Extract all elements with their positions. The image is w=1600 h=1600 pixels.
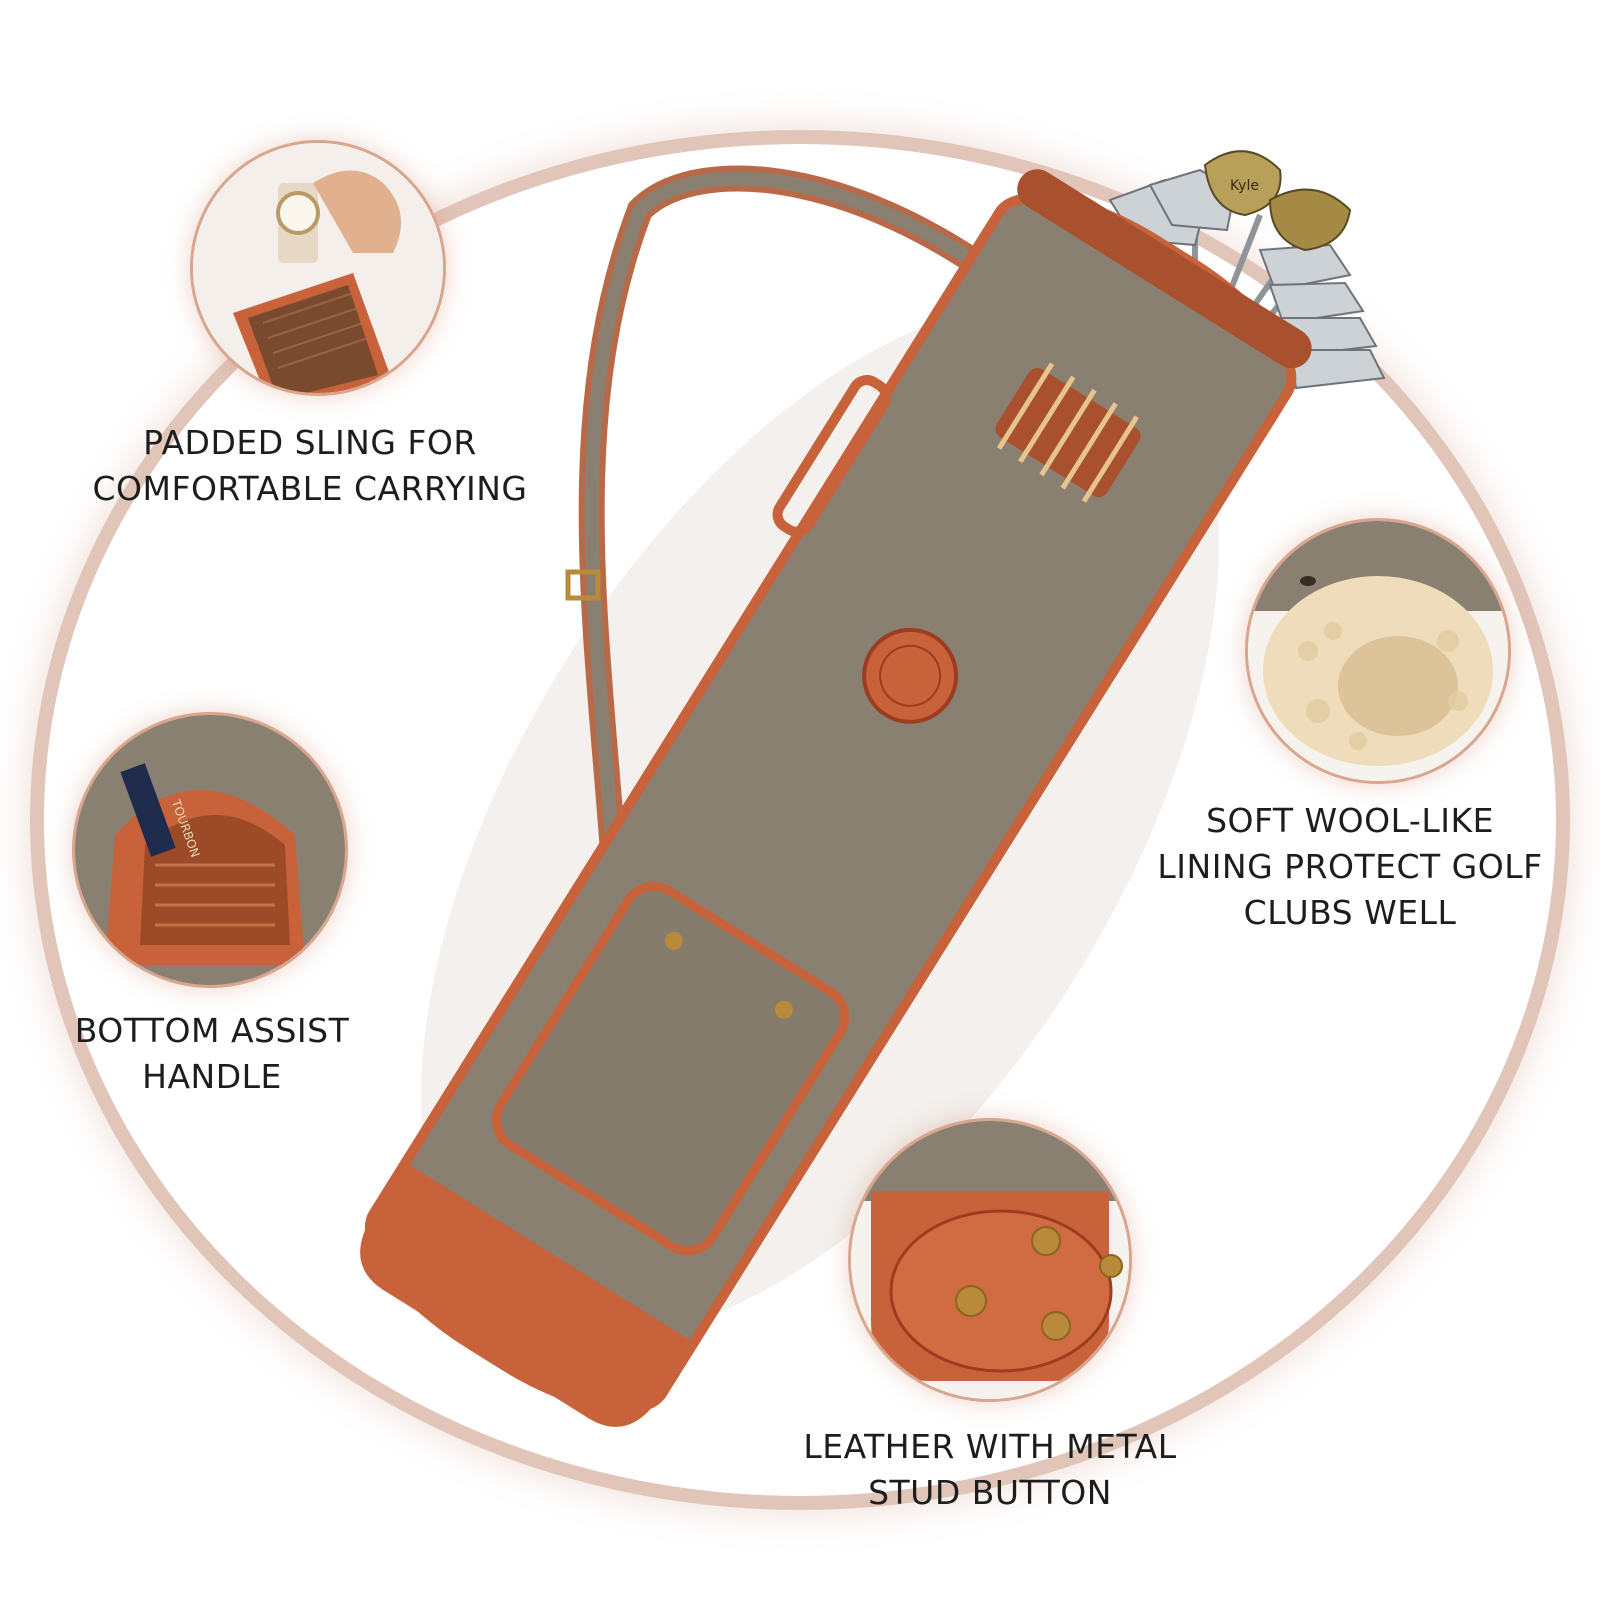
caption-line: COMFORTABLE CARRYING xyxy=(92,469,528,508)
callout-bottom-handle: TOURBON xyxy=(72,712,348,988)
leather-base-photo-icon xyxy=(851,1121,1129,1399)
caption-line: LEATHER WITH METAL xyxy=(803,1427,1177,1466)
caption-padded-sling: PADDED SLING FOR COMFORTABLE CARRYING xyxy=(80,420,540,512)
caption-line: CLUBS WELL xyxy=(1243,893,1457,932)
caption-bottom-handle: BOTTOM ASSIST HANDLE xyxy=(62,1008,362,1100)
wool-lining-photo-icon xyxy=(1248,521,1508,781)
bag-body xyxy=(360,169,1312,1427)
caption-leather-base: LEATHER WITH METAL STUD BUTTON xyxy=(790,1424,1190,1516)
bottom-handle-photo-icon: TOURBON xyxy=(75,715,345,985)
caption-line: PADDED SLING FOR xyxy=(143,423,477,462)
callout-padded-sling xyxy=(190,140,446,396)
caption-wool-lining: SOFT WOOL-LIKE LINING PROTECT GOLF CLUBS… xyxy=(1140,798,1560,936)
brand-tag xyxy=(120,763,176,857)
strap-buckle xyxy=(565,569,601,601)
caption-line: HANDLE xyxy=(142,1057,282,1096)
club-head-woods xyxy=(1203,150,1352,252)
caption-line: LINING PROTECT GOLF xyxy=(1157,847,1543,886)
leather-medallion xyxy=(862,627,959,724)
padded-sling-photo-icon xyxy=(193,143,443,393)
caption-line: BOTTOM ASSIST xyxy=(74,1011,350,1050)
pocket-snap-right xyxy=(774,1000,793,1019)
pocket-snap-left xyxy=(664,931,683,950)
callout-leather-base xyxy=(848,1118,1132,1402)
metal-studs xyxy=(955,1226,1123,1341)
side-handle xyxy=(772,375,891,537)
callout-wool-lining xyxy=(1245,518,1511,784)
front-pocket xyxy=(491,881,850,1256)
caption-line: SOFT WOOL-LIKE xyxy=(1206,801,1494,840)
club-brand-label: Kyle xyxy=(1230,178,1259,194)
caption-line: STUD BUTTON xyxy=(868,1473,1112,1512)
